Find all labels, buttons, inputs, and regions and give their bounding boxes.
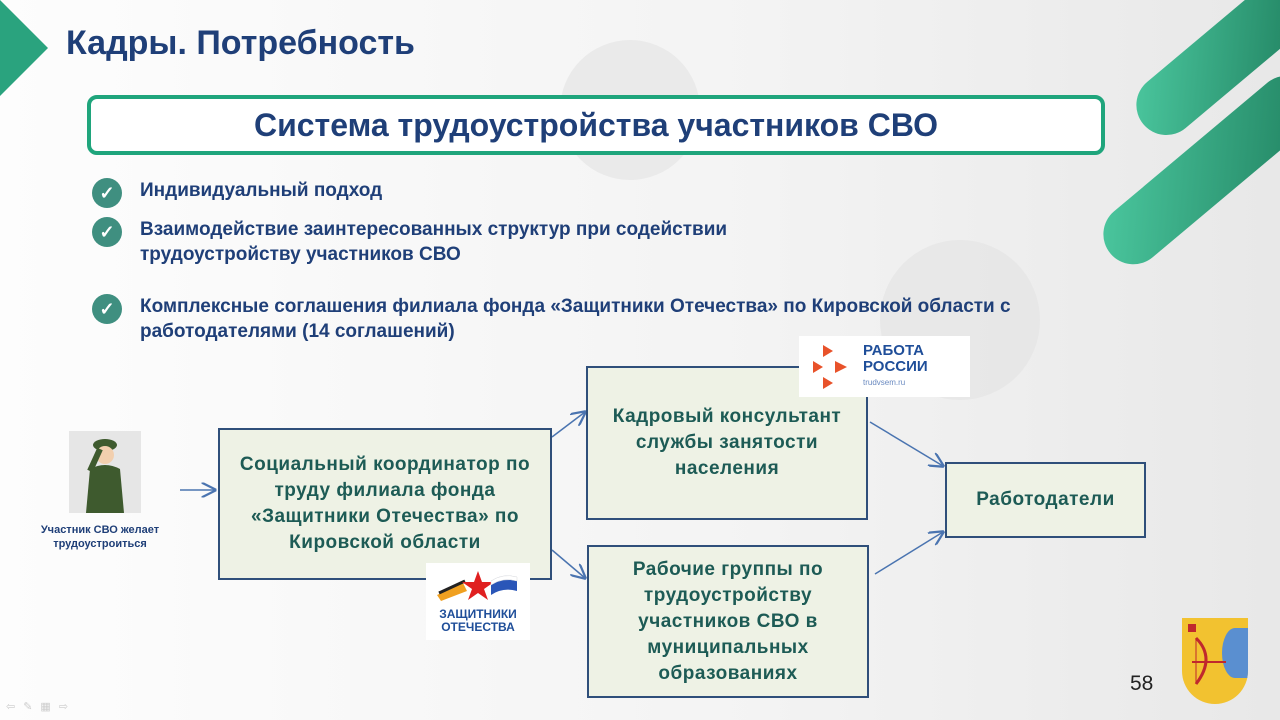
page-title: Кадры. Потребность (66, 24, 415, 62)
arrow (869, 421, 943, 466)
section-banner: Система трудоустройства участников СВО (87, 95, 1105, 155)
bullet-item: ✓ Индивидуальный подход (92, 178, 382, 208)
arrow (551, 412, 585, 438)
kirov-coat-of-arms (1182, 618, 1248, 704)
working-groups-box: Рабочие группы по трудоустройству участн… (587, 545, 869, 698)
logo-url: trudvsem.ru (863, 377, 906, 387)
logo-text: РАБОТА (863, 341, 925, 359)
slideshow-controls[interactable]: ⇦✎▦⇨ (6, 701, 77, 713)
check-icon: ✓ (92, 217, 122, 247)
logo-text: ЗАЩИТНИКИ (439, 607, 517, 621)
logo-text: ОТЕЧЕСТВА (441, 620, 515, 634)
arrow (551, 549, 585, 578)
bullet-text: Комплексные соглашения филиала фонда «За… (140, 296, 1011, 342)
arrow (874, 532, 943, 575)
check-icon: ✓ (92, 178, 122, 208)
bullet-text: Индивидуальный подход (140, 180, 383, 201)
participant-caption: Участник СВО желает трудоустроиться (40, 524, 160, 550)
coordinator-box: Социальный координатор по труду филиала … (218, 428, 552, 580)
bullet-item: ✓ Взаимодействие заинтересованных структу… (92, 217, 892, 267)
page-number: 58 (1130, 672, 1154, 695)
bullet-item: ✓ Комплексные соглашения филиала фонда «З… (92, 294, 1082, 344)
check-icon: ✓ (92, 294, 122, 324)
logo-text: РОССИИ (863, 357, 928, 375)
employers-box: Работодатели (945, 462, 1146, 538)
corner-triangle (0, 0, 48, 96)
bullet-text: Взаимодействие заинтересованных структур… (140, 219, 728, 265)
soldier-image (69, 431, 141, 513)
